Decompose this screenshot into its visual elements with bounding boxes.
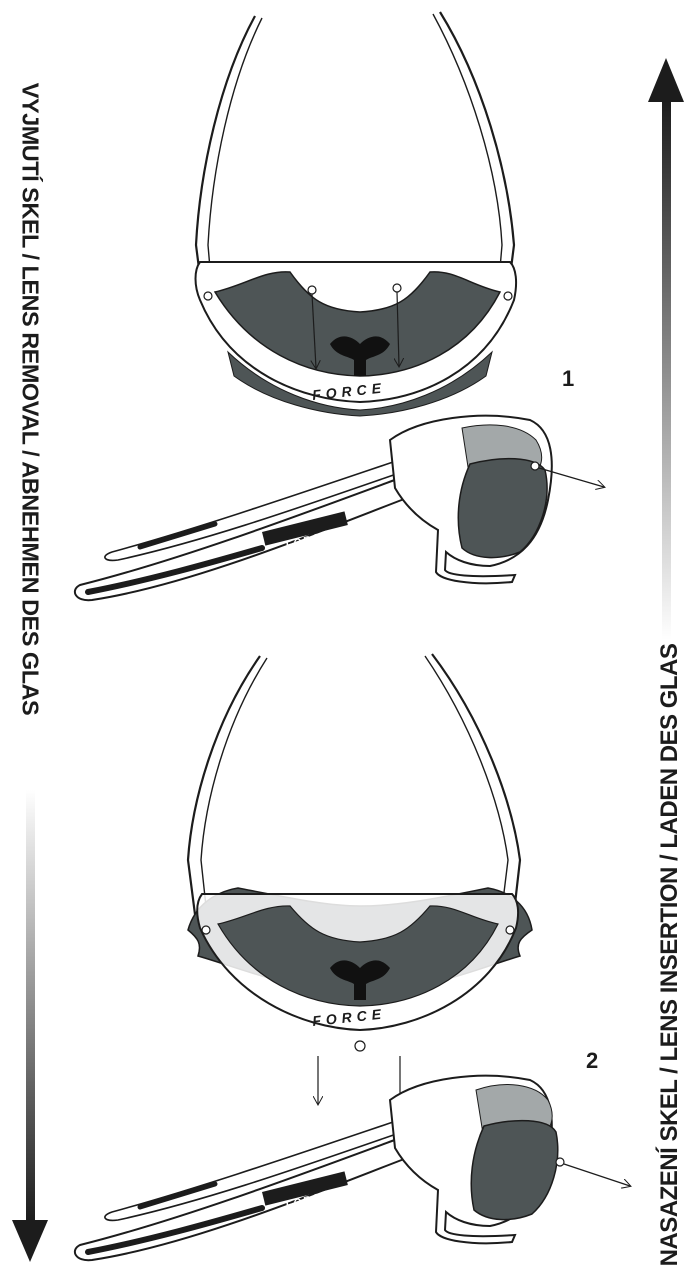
glasses-top-view-1 — [196, 12, 517, 416]
lens-removal-label: VYJMUTÍ SKEL / LENS REMOVAL / ABNEHMEN D… — [17, 83, 44, 715]
glasses-top-view-2 — [188, 654, 532, 1104]
glasses-side-view-1 — [75, 416, 604, 600]
removal-direction-arrow — [12, 790, 48, 1262]
step-number-2: 2 — [586, 1048, 598, 1074]
step-number-1: 1 — [562, 366, 574, 392]
insertion-direction-arrow — [648, 58, 684, 640]
glasses-side-view-2 — [75, 1076, 630, 1260]
lens-1-side — [458, 459, 547, 558]
lens-2-side — [471, 1121, 557, 1220]
lens-insertion-label: NASAZENÍ SKEL / LENS INSERTION / LADEN D… — [656, 644, 684, 1267]
